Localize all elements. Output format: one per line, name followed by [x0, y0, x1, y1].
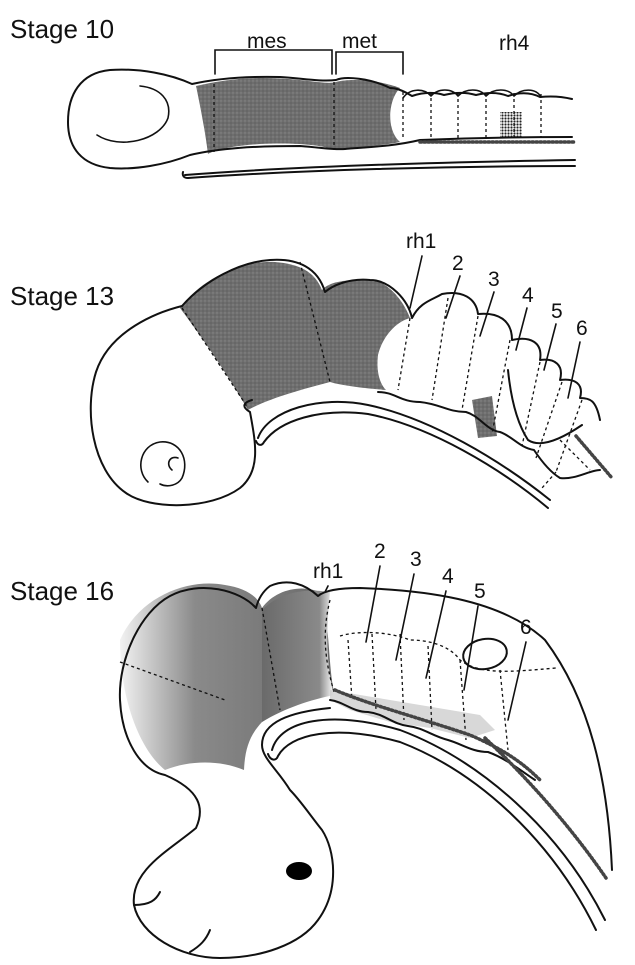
stage-10-title: Stage 10: [10, 14, 114, 44]
stage-10-notochord-upper: [185, 160, 575, 175]
stage-16-r3-label: 3: [410, 548, 422, 571]
stage-13-notochord-lower: [256, 412, 548, 508]
mes-met-shaded-region: [196, 78, 400, 154]
stage-13-r6-label: 6: [576, 317, 588, 340]
stage-13-eye-inner: [169, 457, 178, 470]
stage-16-panel: Stage 16 rh1 2 3 4 5 6: [10, 540, 612, 958]
stage-16-notochord-upper: [272, 720, 605, 920]
stage-13-title: Stage 13: [10, 281, 114, 311]
stage-13-r5-label: 5: [551, 300, 563, 323]
stage-13-r3-label: 3: [488, 268, 500, 291]
stage-16-title: Stage 16: [10, 576, 114, 606]
stage-16-shaded-rh1: [262, 591, 334, 722]
stage-16-r5-label: 5: [474, 580, 486, 603]
stage-16-jaw-details: [134, 892, 210, 952]
rh4-stipple-patch: [500, 112, 522, 138]
stage-13-r2-label: 2: [452, 252, 464, 275]
stage-16-rh1-label: rh1: [313, 560, 343, 583]
mes-bracket: [215, 50, 332, 74]
rh4-label: rh4: [499, 32, 530, 55]
stage-13-rh1-label: rh1: [406, 230, 436, 253]
stage-13-eye-outer: [141, 442, 185, 486]
mes-label: mes: [247, 30, 287, 53]
stage-16-eye: [286, 862, 312, 880]
stage-10-optic-curve: [97, 86, 169, 142]
stage-16-r2-label: 2: [374, 540, 386, 563]
met-bracket: [336, 52, 403, 74]
stage-13-panel: Stage 13 rh1 2 3 4 5 6: [10, 230, 612, 508]
stage-13-r4-label: 4: [522, 284, 534, 307]
stage-16-r4-label: 4: [442, 565, 454, 588]
stage-16-notochord-lower: [268, 733, 596, 930]
stage-13-notochord-upper: [258, 402, 550, 500]
stage-10-panel: Stage 10 mes met rh4: [10, 14, 575, 178]
stage-13-shaded-midbrain: [180, 262, 410, 410]
met-label: met: [342, 30, 377, 53]
